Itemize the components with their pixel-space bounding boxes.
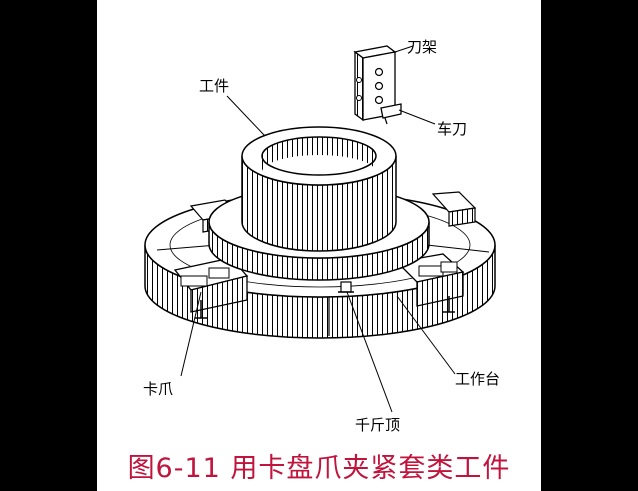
label-jack: 千斤顶 bbox=[355, 416, 400, 434]
chuck-jaw-front-right bbox=[395, 253, 465, 313]
label-tool-holder: 刀架 bbox=[407, 38, 437, 56]
leader-lines bbox=[180, 45, 456, 413]
chuck-jaw-back-right bbox=[431, 191, 477, 227]
workpiece bbox=[208, 126, 430, 281]
label-workpiece: 工件 bbox=[199, 77, 229, 95]
label-turning-tool: 车刀 bbox=[437, 120, 467, 138]
turning-tool bbox=[380, 103, 402, 125]
figure-panel: 刀架 工件 车刀 卡爪 工作台 千斤顶 图6-11 用卡盘爪夹紧套类工件 bbox=[97, 0, 541, 491]
figure-caption: 图6-11 用卡盘爪夹紧套类工件 bbox=[127, 453, 511, 484]
machining-diagram: 刀架 工件 车刀 卡爪 工作台 千斤顶 bbox=[143, 38, 500, 434]
label-chuck-jaw: 卡爪 bbox=[143, 380, 173, 398]
label-worktable: 工作台 bbox=[455, 370, 500, 388]
jack bbox=[338, 281, 354, 293]
chuck-jaw-front-left bbox=[173, 257, 249, 319]
